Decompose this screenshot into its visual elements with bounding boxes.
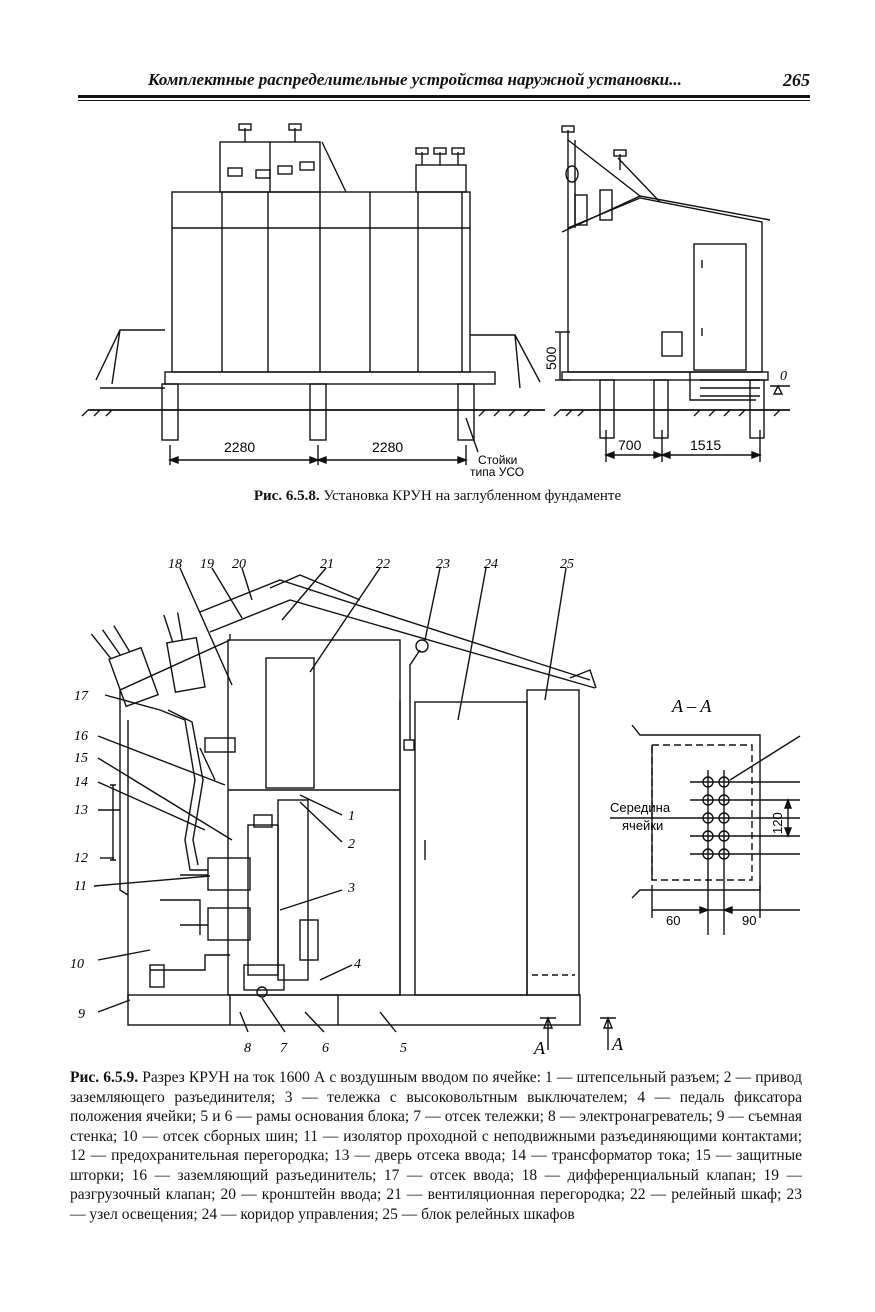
dim-1515: 1515 [690, 437, 721, 453]
label-23: 23 [436, 557, 450, 572]
label-20: 20 [232, 557, 246, 572]
label-17: 17 [74, 689, 89, 704]
caption-text: Разрез КРУН на ток 1600 А с воздушным вв… [70, 1069, 802, 1223]
running-header: Комплектные распределительные устройства… [78, 70, 810, 94]
label-16: 16 [74, 729, 88, 744]
middle-label-line2: ячейки [622, 818, 663, 833]
label-6: 6 [322, 1041, 329, 1056]
label-24: 24 [484, 557, 498, 572]
caption-number: Рис. 6.5.8. [253, 488, 320, 504]
figure-caption-6-5-9: Рис. 6.5.9. Разрез КРУН на ток 1600 А с … [70, 1068, 802, 1224]
dim-120: 120 [770, 812, 785, 834]
dim-2280-right: 2280 [372, 439, 403, 455]
label-7: 7 [280, 1041, 288, 1056]
caption-number: Рис. 6.5.9. [70, 1069, 139, 1086]
label-10: 10 [70, 957, 84, 972]
dim-90: 90 [742, 913, 756, 928]
note-tipa-uso: типа УСО [470, 465, 524, 479]
label-25: 25 [560, 557, 574, 572]
label-13: 13 [74, 803, 88, 818]
header-rule-thick [78, 95, 810, 98]
section-mark-right: A [611, 1034, 624, 1054]
dim-2280-left: 2280 [224, 439, 255, 455]
running-header-title: Комплектные распределительные устройства… [148, 70, 682, 89]
label-8: 8 [244, 1041, 251, 1056]
section-mark-left: A [533, 1038, 546, 1058]
label-22: 22 [376, 557, 390, 572]
label-18: 18 [168, 557, 182, 572]
label-3: 3 [347, 881, 355, 896]
dim-700: 700 [618, 437, 642, 453]
label-9: 9 [78, 1007, 85, 1022]
label-12: 12 [74, 851, 88, 866]
figure-krun-foundation: 2280 2280 500 700 1515 0 Стойки типа УСО [81, 123, 790, 479]
page-number: 265 [783, 70, 810, 90]
label-19: 19 [200, 557, 214, 572]
middle-label-line1: Середина [610, 800, 671, 815]
label-5: 5 [400, 1041, 407, 1056]
label-21: 21 [320, 557, 334, 572]
dim-500: 500 [543, 346, 559, 370]
caption-text: Установка КРУН на заглубленном фундамент… [319, 488, 622, 504]
figure-caption-6-5-8: Рис. 6.5.8. Установка КРУН на заглубленн… [0, 488, 875, 505]
header-rule-thin [78, 100, 810, 101]
label-15: 15 [74, 751, 88, 766]
label-1: 1 [348, 809, 355, 824]
label-4: 4 [354, 957, 361, 972]
note-stoiki: Стойки [478, 453, 517, 467]
level-mark: 0 [780, 369, 787, 384]
section-title: A – A [671, 696, 712, 716]
label-14: 14 [74, 775, 88, 790]
label-2: 2 [348, 837, 355, 852]
dim-60: 60 [666, 913, 680, 928]
figure-krun-section: 18 19 20 21 22 23 24 25 17 16 15 14 13 1… [70, 557, 801, 1058]
label-11: 11 [74, 879, 87, 894]
